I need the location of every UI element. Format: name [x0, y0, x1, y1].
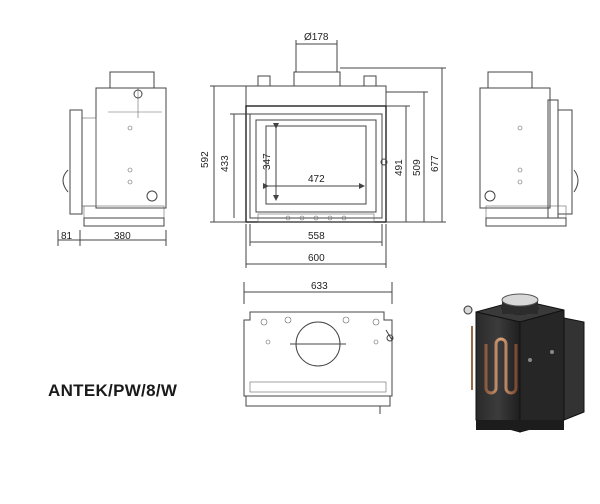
dim-glass-height: 347	[262, 153, 273, 170]
dim-side-depth: 380	[114, 231, 131, 242]
top-view: 633	[243, 281, 394, 414]
stove-3d-render	[463, 293, 585, 433]
left-side-view: 81 380	[57, 71, 167, 246]
model-code: ANTEK/PW/8/W	[48, 381, 178, 400]
dim-handle-offset: 81	[61, 231, 73, 242]
dim-flue-diameter: Ø178	[304, 32, 329, 43]
dim-right-height-outer: 509	[412, 159, 423, 176]
front-view: Ø178 347 472 558 600	[200, 32, 446, 268]
dim-front-outer-height: 592	[200, 151, 211, 168]
dim-right-height-inner: 491	[394, 159, 405, 176]
dim-top-width: 633	[311, 281, 328, 292]
dim-body-width: 600	[308, 253, 325, 264]
dim-door-width: 558	[308, 231, 325, 242]
dim-glass-width: 472	[308, 174, 325, 185]
dim-total-height: 677	[430, 155, 441, 172]
right-side-view	[479, 71, 579, 227]
dim-front-door-height: 433	[220, 155, 231, 172]
